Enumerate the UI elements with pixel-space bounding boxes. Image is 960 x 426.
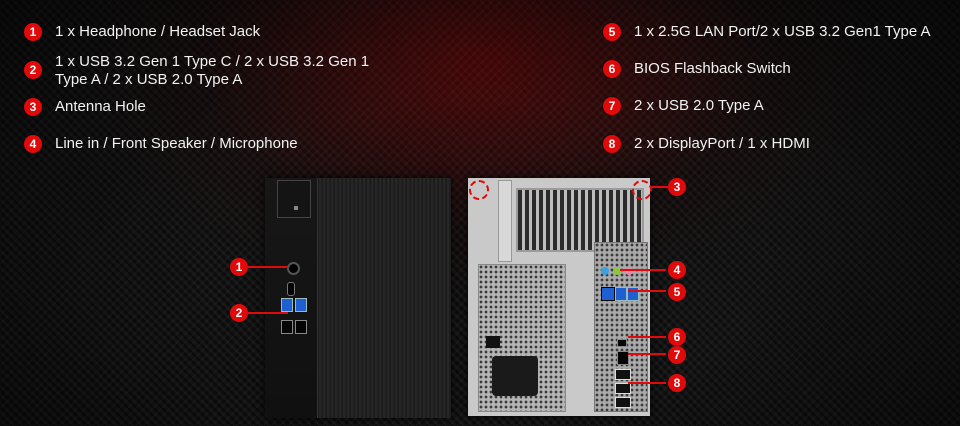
callout-badge-5: 5: [668, 283, 686, 301]
spec-badge-1: 1: [24, 23, 42, 41]
spec-badge-4: 4: [24, 135, 42, 153]
displayport-port: [615, 369, 631, 380]
lan-port: [601, 287, 615, 301]
chassis-rear-view: [468, 178, 652, 416]
antenna-hole-marker: [632, 180, 652, 200]
front-drive-bay: [277, 180, 311, 218]
chassis-front-view: [265, 178, 451, 418]
rear-usb20-port: [617, 351, 629, 365]
rear-io-shield: [594, 242, 648, 412]
spec-badge-2: 2: [24, 61, 42, 79]
front-bay-indicator: [294, 206, 298, 210]
front-io-panel: [265, 178, 318, 418]
usb-type-c-port: [287, 282, 295, 296]
hdmi-port: [615, 397, 631, 408]
spec-badge-6: 6: [603, 60, 621, 78]
callout-badge-8: 8: [668, 374, 686, 392]
rear-usb32-port: [615, 287, 627, 301]
audio-front-speaker: [613, 267, 621, 275]
spec-badge-7: 7: [603, 97, 621, 115]
callout-badge-4: 4: [668, 261, 686, 279]
power-switch: [486, 336, 500, 348]
callout-badge-7: 7: [668, 346, 686, 364]
callout-badge-6: 6: [668, 328, 686, 346]
spec-text-8: 2 x DisplayPort / 1 x HDMI: [634, 135, 810, 152]
spec-badge-8: 8: [603, 135, 621, 153]
spec-text-4: Line in / Front Speaker / Microphone: [55, 135, 298, 152]
spec-item-7: 7 2 x USB 2.0 Type A: [603, 97, 764, 115]
spec-text-7: 2 x USB 2.0 Type A: [634, 97, 764, 114]
spec-text-1: 1 x Headphone / Headset Jack: [55, 23, 261, 40]
rear-usb32-port: [627, 287, 639, 301]
spec-item-1: 1 1 x Headphone / Headset Jack: [24, 23, 260, 41]
spec-item-2: 2 1 x USB 3.2 Gen 1 Type C / 2 x USB 3.2…: [24, 53, 385, 89]
front-brushed-panel: [318, 178, 451, 418]
callout-badge-2: 2: [230, 304, 248, 322]
spec-item-8: 8 2 x DisplayPort / 1 x HDMI: [603, 135, 810, 153]
rear-expansion-slots: [516, 188, 644, 252]
antenna-hole-marker: [469, 180, 489, 200]
spec-text-6: BIOS Flashback Switch: [634, 60, 791, 77]
spec-item-6: 6 BIOS Flashback Switch: [603, 60, 791, 78]
spec-badge-3: 3: [24, 98, 42, 116]
spec-text-2: 1 x USB 3.2 Gen 1 Type C / 2 x USB 3.2 G…: [55, 53, 370, 88]
front-usb20-port: [295, 320, 307, 334]
spec-badge-5: 5: [603, 23, 621, 41]
power-inlet: [492, 356, 538, 396]
spec-item-3: 3 Antenna Hole: [24, 98, 146, 116]
headphone-jack: [287, 262, 300, 275]
front-usb20-port: [281, 320, 293, 334]
front-usb32-port: [295, 298, 307, 312]
audio-microphone: [625, 267, 633, 275]
spec-item-4: 4 Line in / Front Speaker / Microphone: [24, 135, 298, 153]
callout-badge-3: 3: [668, 178, 686, 196]
front-usb32-port: [281, 298, 293, 312]
callout-badge-1: 1: [230, 258, 248, 276]
spec-text-5: 1 x 2.5G LAN Port/2 x USB 3.2 Gen1 Type …: [634, 23, 931, 40]
spec-item-5: 5 1 x 2.5G LAN Port/2 x USB 3.2 Gen1 Typ…: [603, 23, 931, 41]
spec-text-3: Antenna Hole: [55, 98, 146, 115]
displayport-port: [615, 383, 631, 394]
audio-line-in: [601, 267, 609, 275]
rear-slot-bracket: [498, 180, 512, 262]
bios-flashback-switch: [617, 339, 627, 347]
